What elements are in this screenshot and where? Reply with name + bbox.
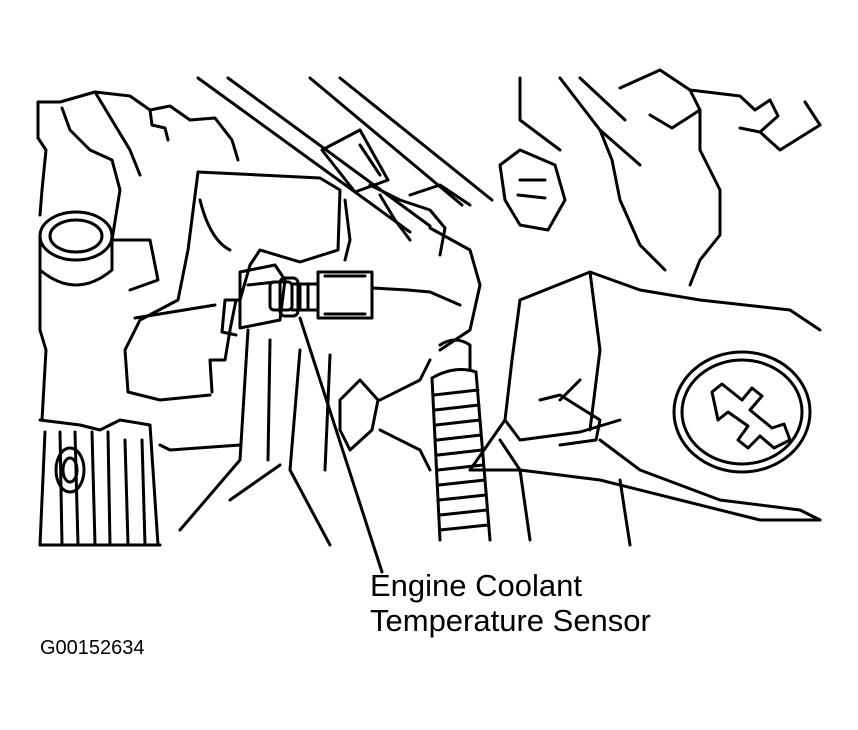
round-cap <box>672 350 812 474</box>
callout-leader-line <box>298 316 384 574</box>
callout-label-line2: Temperature Sensor <box>370 603 651 638</box>
lower-structure <box>178 328 632 547</box>
callout-label: Engine Coolant Temperature Sensor <box>370 568 651 638</box>
coolant-filler-neck <box>38 210 160 292</box>
upper-strut <box>196 76 494 234</box>
engine-block-outline <box>36 90 242 547</box>
coolant-hose <box>123 170 342 402</box>
figure-code: G00152634 <box>40 637 145 659</box>
corrugated-hose <box>430 338 492 542</box>
upper-right-components <box>498 68 822 287</box>
right-bracket <box>468 270 822 522</box>
lower-left-bolt <box>54 446 86 494</box>
callout-label-line1: Engine Coolant <box>370 568 582 603</box>
coolant-temperature-sensor <box>268 270 462 320</box>
